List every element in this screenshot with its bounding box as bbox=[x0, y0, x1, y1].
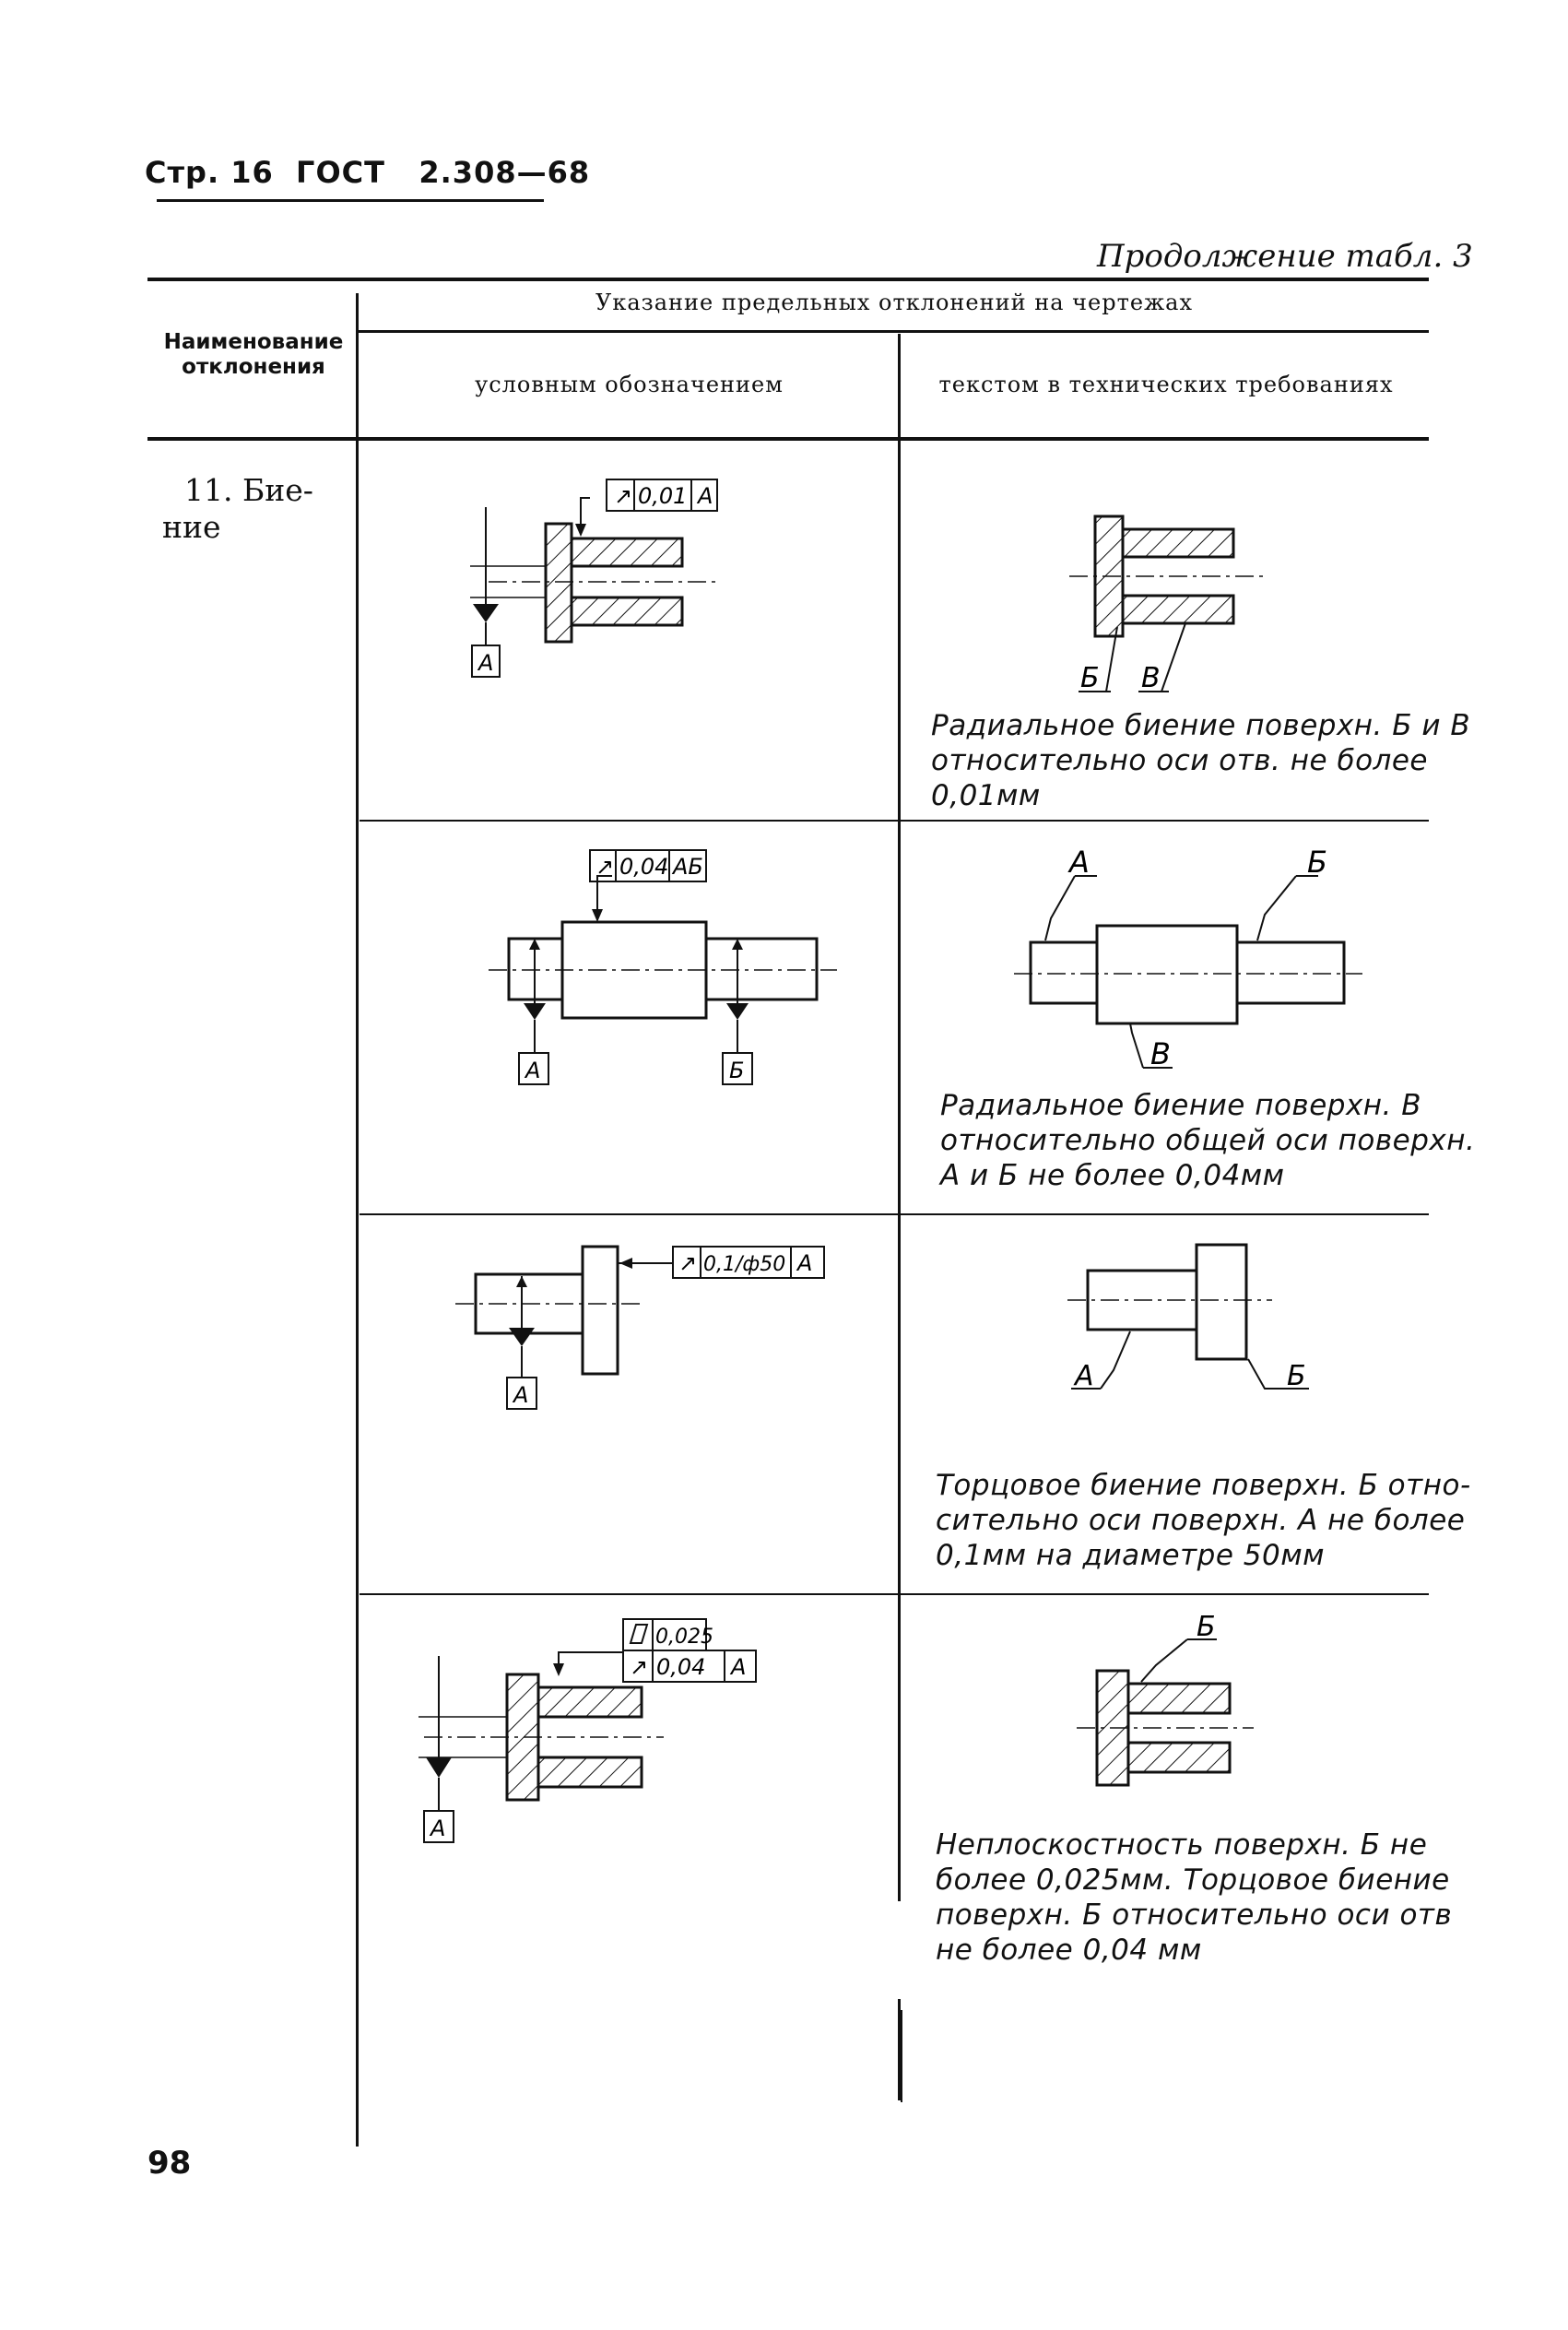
t3-line-2: сительно оси поверхн. А не более bbox=[936, 1504, 1466, 1537]
text-col-divider-end bbox=[901, 2010, 902, 2102]
page-ref: Стр. 16 bbox=[145, 155, 274, 190]
t2-line-1: Радиальное биение поверхн. В bbox=[940, 1089, 1422, 1122]
table-top-rule bbox=[147, 278, 1429, 281]
text-1: Радиальное биение поверхн. Б и В относит… bbox=[931, 708, 1470, 813]
d2-frame-value: 0,04 bbox=[619, 854, 668, 880]
d3-frame-value: 0,1/ф50 bbox=[703, 1253, 785, 1276]
flatness-icon bbox=[629, 1624, 649, 1644]
d3-base-label: А bbox=[512, 1382, 528, 1408]
d3-frame-base: А bbox=[796, 1250, 812, 1276]
drawing-3: А ↗ 0,1/ф50 А bbox=[455, 1245, 825, 1410]
t3-label-a: А bbox=[1073, 1360, 1094, 1392]
t4-line-2: более 0,025мм. Торцовое биение bbox=[936, 1863, 1450, 1897]
t2-line-2: относительно общей оси поверхн. bbox=[940, 1124, 1476, 1157]
t4-line-1: Неплоскостность поверхн. Б не bbox=[936, 1828, 1428, 1862]
text-4-drawing: Б bbox=[1077, 1611, 1254, 1787]
text-4: Неплоскостность поверхн. Б не более 0,02… bbox=[936, 1827, 1452, 1968]
d2-base-b: Б bbox=[729, 1058, 744, 1083]
text-2-drawing: А Б В bbox=[1014, 845, 1362, 1071]
text-1-drawing: Б В bbox=[1069, 514, 1267, 694]
text-3-drawing: А Б bbox=[1067, 1243, 1309, 1392]
t1-line-1: Радиальное биение поверхн. Б и В bbox=[931, 709, 1471, 742]
drawing-2: А Б ↗ 0,04 АБ bbox=[489, 849, 837, 1085]
d4-flat-value: 0,025 bbox=[655, 1626, 713, 1649]
row-name-line-1: 11. Бие- bbox=[184, 472, 313, 508]
t2-label-v: В bbox=[1150, 1036, 1171, 1071]
t1-line-2: относительно оси отв. не более bbox=[931, 744, 1429, 777]
row-rule-2 bbox=[360, 1213, 1429, 1215]
name-col-divider bbox=[356, 293, 359, 2147]
d1-frame-base: А bbox=[696, 483, 713, 509]
page-reference: Стр. 16 ГОСТ 2.308—68 bbox=[145, 155, 590, 190]
text-2: Радиальное биение поверхн. В относительн… bbox=[940, 1088, 1475, 1193]
d4-frame-value: 0,04 bbox=[656, 1654, 705, 1680]
t3-line-3: 0,1мм на диаметре 50мм bbox=[936, 1539, 1325, 1572]
t1-line-3: 0,01мм bbox=[931, 779, 1041, 812]
d4-runout-symbol: ↗ bbox=[630, 1654, 648, 1680]
head-bottom-rule bbox=[147, 437, 1429, 441]
d4-frame-base: А bbox=[729, 1654, 746, 1680]
col-symbol-header: условным обозначением bbox=[475, 372, 784, 397]
row-name-line-2: ние bbox=[162, 509, 221, 545]
t2-line-3: А и Б не более 0,04мм bbox=[940, 1159, 1285, 1192]
d2-runout-symbol: ↗ bbox=[595, 854, 614, 880]
standard-label: ГОСТ bbox=[296, 155, 385, 190]
row-rule-1 bbox=[360, 820, 1429, 822]
drawing-1: ↗ 0,01 А А bbox=[470, 479, 719, 678]
d3-runout-symbol: ↗ bbox=[678, 1250, 697, 1276]
col-name-header: Наименование отклонения bbox=[157, 330, 350, 380]
t4-line-3: поверхн. Б относительно оси отв bbox=[936, 1898, 1453, 1932]
d2-frame-base: АБ bbox=[671, 854, 703, 880]
d1-base-label: А bbox=[477, 650, 493, 676]
t3-label-b: Б bbox=[1287, 1360, 1306, 1392]
t4-label-b: Б bbox=[1197, 1611, 1216, 1643]
text-col-divider-tail bbox=[898, 1999, 901, 2100]
header-underline bbox=[157, 199, 544, 202]
group-head-rule bbox=[358, 330, 1429, 333]
d4-base-label: А bbox=[429, 1816, 445, 1841]
text-3: Торцовое биение поверхн. Б отно- сительн… bbox=[936, 1468, 1471, 1573]
col-name-line-1: Наименование bbox=[163, 330, 344, 354]
t2-label-a: А bbox=[1067, 845, 1090, 880]
t2-label-b: Б bbox=[1307, 845, 1327, 880]
standard-number: 2.308—68 bbox=[419, 155, 591, 190]
t3-line-1: Торцовое биение поверхн. Б отно- bbox=[936, 1469, 1471, 1502]
t4-line-4: не более 0,04 мм bbox=[936, 1934, 1202, 1967]
continuation-label: Продолжение табл. 3 bbox=[1097, 238, 1473, 275]
d2-base-a: А bbox=[524, 1058, 540, 1083]
drawing-4: А 0,025 ↗ 0,04 А bbox=[419, 1618, 757, 1843]
col-text-header: текстом в технических требованиях bbox=[938, 372, 1394, 397]
row-rule-3 bbox=[360, 1593, 1429, 1595]
text-col-divider bbox=[898, 334, 901, 1901]
d1-frame-value: 0,01 bbox=[638, 483, 687, 509]
t1-label-v: В bbox=[1141, 662, 1161, 694]
t1-label-b: Б bbox=[1080, 662, 1100, 694]
row-name: 11. Бие- ние bbox=[162, 472, 313, 546]
col-group-header: Указание предельных отклонений на чертеж… bbox=[595, 290, 1193, 315]
d1-runout-symbol: ↗ bbox=[614, 483, 632, 509]
page-number: 98 bbox=[147, 2145, 192, 2182]
col-name-line-2: отклонения bbox=[182, 355, 325, 379]
